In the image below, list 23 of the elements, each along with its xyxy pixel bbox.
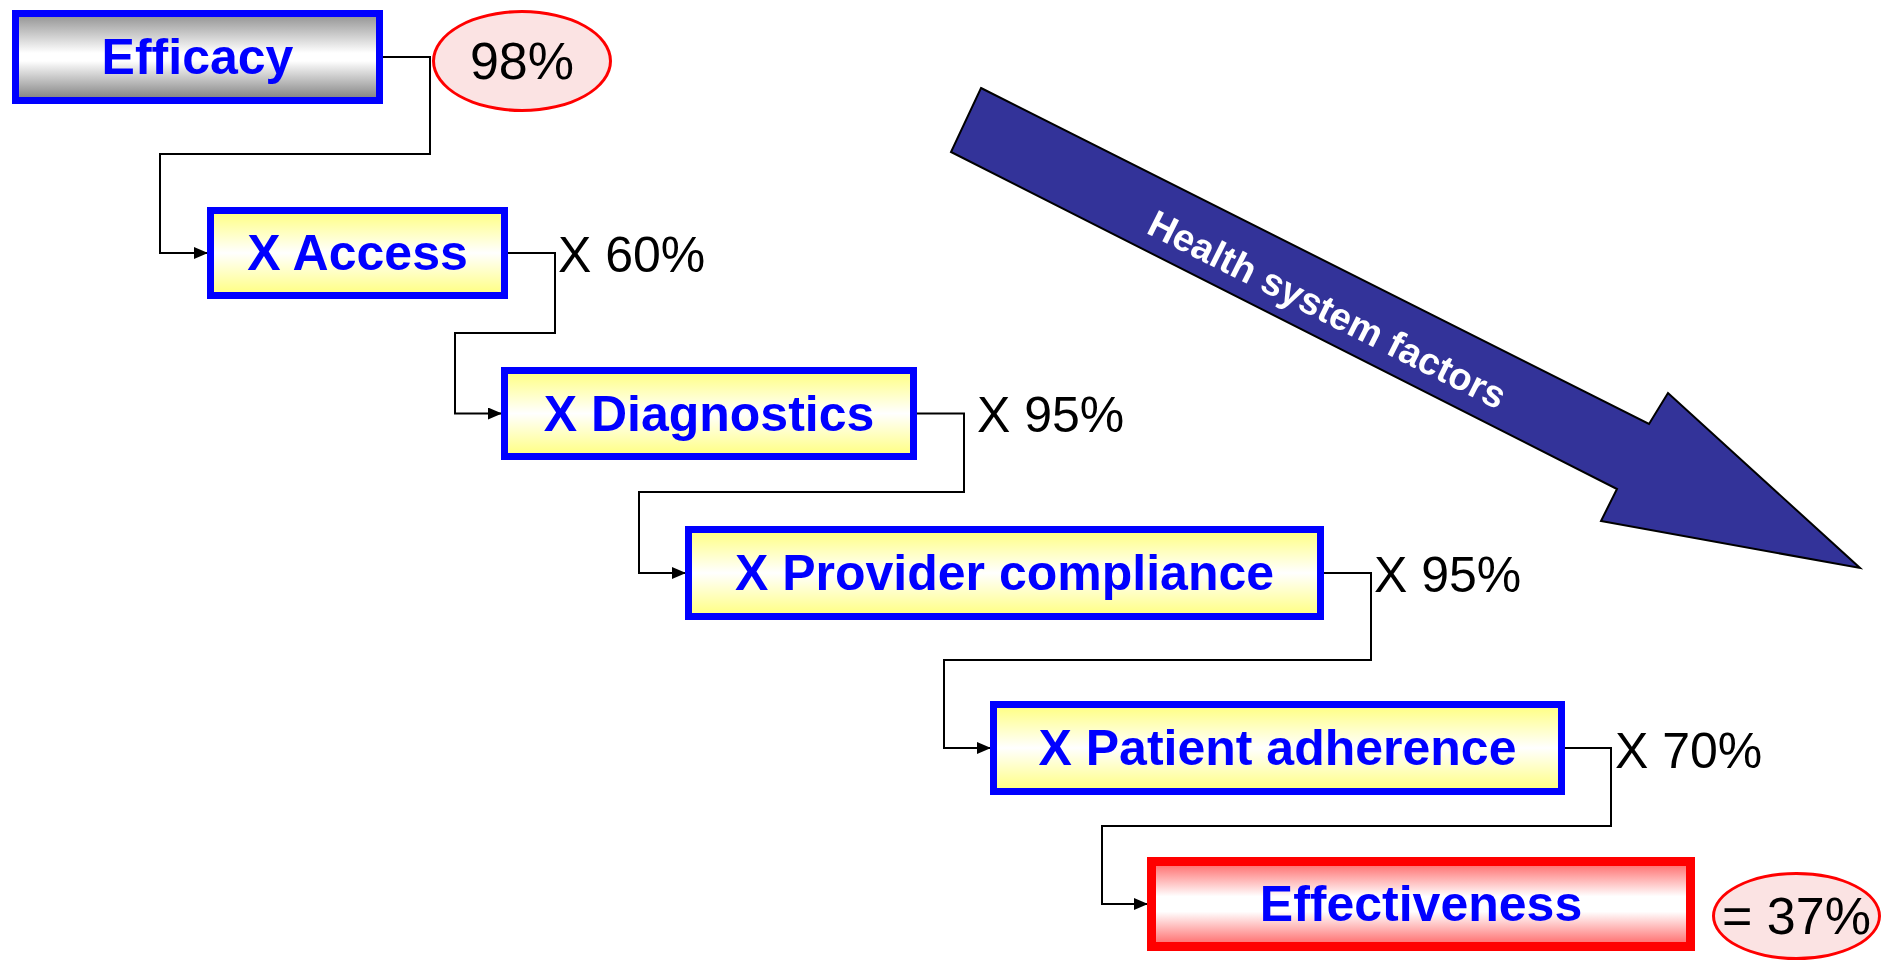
percent-value: = 37% [1722, 886, 1871, 946]
connector-arrow [943, 572, 1372, 754]
connector-arrow [159, 56, 431, 259]
step-box [501, 367, 917, 460]
box-label: X Access [247, 224, 468, 282]
connector-arrow [454, 252, 556, 420]
factor-percent: X 95% [977, 390, 1125, 440]
connector-arrow [1101, 747, 1612, 910]
box-label: X Patient adherence [1038, 719, 1517, 777]
step-box [207, 207, 508, 299]
box-label: X Diagnostics [543, 384, 875, 443]
box-label: X Provider compliance [734, 544, 1275, 602]
box-label: Effectiveness [1259, 875, 1583, 933]
factor-percent: X 95% [1374, 550, 1522, 600]
factor-percent: X 70% [1615, 726, 1763, 776]
step-box [990, 701, 1565, 795]
result-box [1147, 857, 1695, 951]
step-box [685, 526, 1324, 620]
box-label: Efficacy [101, 28, 294, 86]
percent-value: 98% [469, 31, 575, 91]
connector-arrow [638, 412, 965, 579]
factor-percent: X 60% [558, 230, 706, 280]
start-box [12, 10, 383, 104]
